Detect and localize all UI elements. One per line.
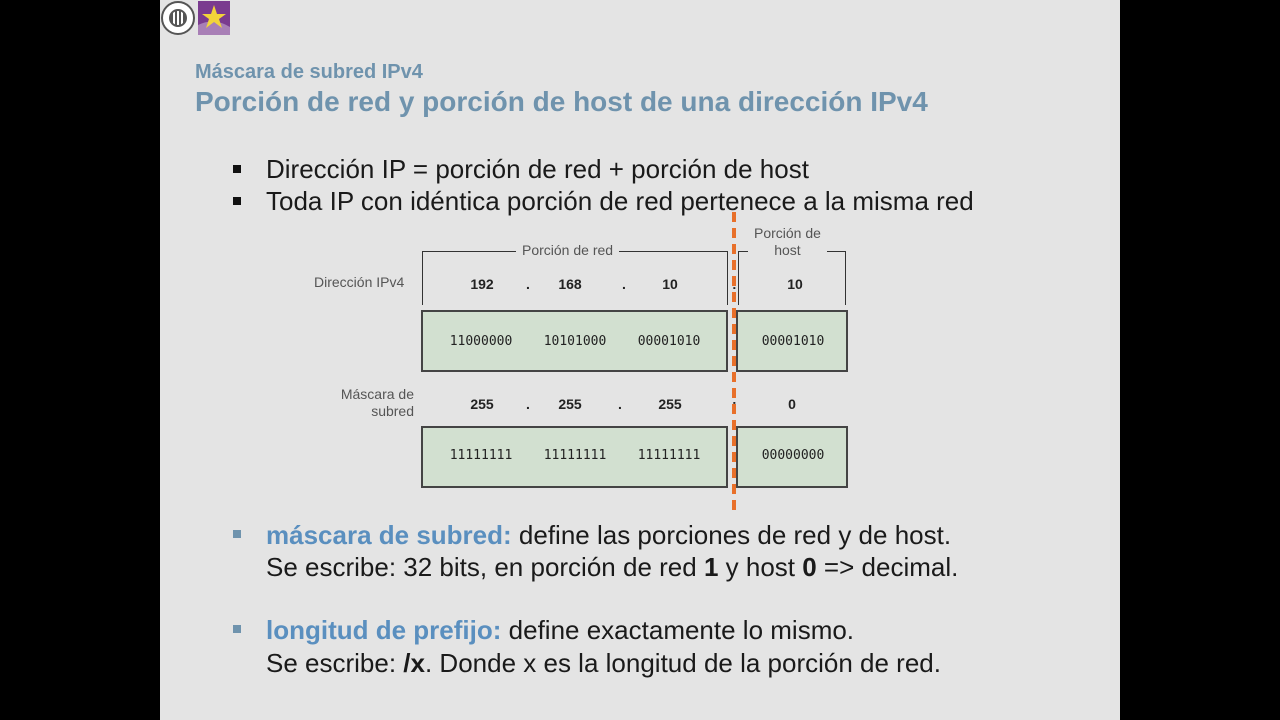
octet-separator: . bbox=[618, 396, 622, 412]
bullet-marker bbox=[233, 197, 241, 205]
mask-host-binary-box bbox=[736, 426, 848, 488]
mask-octet: 255 bbox=[558, 396, 582, 412]
mask-binary-octet: 11111111 bbox=[543, 448, 607, 463]
ipv4-octet: 10 bbox=[662, 276, 678, 292]
subnet-mask-definition: máscara de subred: define las porciones … bbox=[266, 520, 952, 550]
mask-binary-octet: 11111111 bbox=[637, 448, 701, 463]
octet-separator: . bbox=[526, 276, 530, 292]
ipv4-address-label: Dirección IPv4 bbox=[314, 274, 405, 290]
definition-marker bbox=[233, 625, 241, 633]
mask-octet: 255 bbox=[470, 396, 494, 412]
mask-binary-octet: 11111111 bbox=[449, 448, 513, 463]
ipv4-binary-octet: 00001010 bbox=[761, 334, 825, 349]
ipv4-binary-octet: 00001010 bbox=[637, 334, 701, 349]
subnet-mask-notation: Se escribe: 32 bits, en porción de red 1… bbox=[266, 552, 959, 582]
ipv4-octet: 168 bbox=[558, 276, 582, 292]
mask-network-binary-box bbox=[421, 426, 728, 488]
network-portion-label: Porción de red bbox=[516, 242, 620, 258]
mask-octet: 0 bbox=[788, 396, 796, 412]
prefix-length-notation: Se escribe: /x. Donde x es la longitud d… bbox=[266, 648, 941, 678]
bullet-2: Toda IP con idéntica porción de red pert… bbox=[266, 186, 974, 216]
slide: Máscara de subred IPv4 Porción de red y … bbox=[160, 0, 1120, 720]
prefix-length-definition: longitud de prefijo: define exactamente … bbox=[266, 615, 855, 645]
ipv4-binary-octet: 11000000 bbox=[449, 334, 513, 349]
bullet-1: Dirección IP = porción de red + porción … bbox=[266, 154, 809, 184]
network-host-divider bbox=[732, 212, 736, 510]
ipv4-octet: 10 bbox=[787, 276, 803, 292]
mask-octet: 255 bbox=[658, 396, 682, 412]
octet-separator: . bbox=[622, 276, 626, 292]
university-seal-logo bbox=[161, 1, 195, 35]
octet-separator: . bbox=[526, 396, 530, 412]
ipv4-binary-octet: 10101000 bbox=[543, 334, 607, 349]
ipv4-octet: 192 bbox=[470, 276, 494, 292]
bullet-marker bbox=[233, 165, 241, 173]
mask-binary-octet: 00000000 bbox=[761, 448, 825, 463]
star-logo bbox=[198, 1, 230, 35]
slide-title: Porción de red y porción de host de una … bbox=[195, 86, 928, 117]
ipv4-network-binary-box bbox=[421, 310, 728, 372]
definition-marker bbox=[233, 530, 241, 538]
definition-keyword: longitud de prefijo: bbox=[266, 615, 502, 645]
ipv4-host-binary-box bbox=[736, 310, 848, 372]
definition-keyword: máscara de subred: bbox=[266, 520, 512, 550]
slide-subtitle: Máscara de subred IPv4 bbox=[195, 61, 423, 83]
